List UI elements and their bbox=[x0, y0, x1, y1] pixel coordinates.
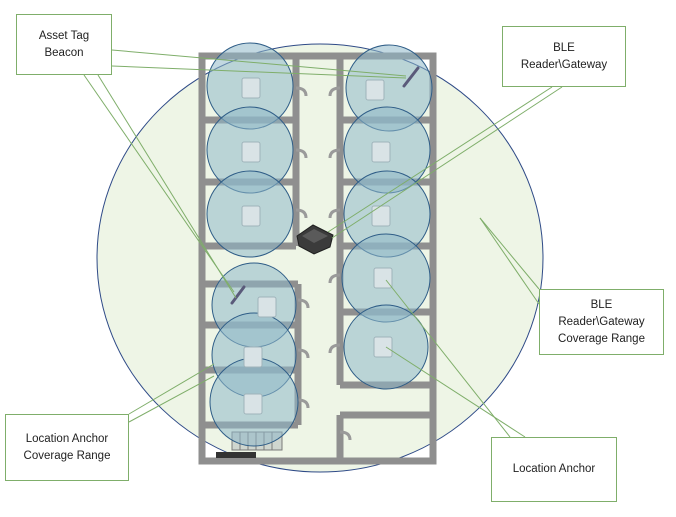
door-marks bbox=[295, 86, 352, 441]
asset-tag-beacon-icon bbox=[230, 285, 246, 305]
location-anchor-icon bbox=[257, 296, 277, 318]
ble-reader-gateway-label: BLE Reader\Gateway bbox=[502, 26, 626, 87]
location-anchor-icon bbox=[365, 79, 385, 101]
location-anchor-icon bbox=[243, 393, 263, 415]
ble-gateway-coverage-range bbox=[96, 43, 544, 473]
ble-coverage-range-label: BLE Reader\Gateway Coverage Range bbox=[539, 289, 664, 355]
location-anchor-icon bbox=[241, 205, 261, 227]
asset-tag-beacon-icon bbox=[402, 66, 420, 88]
location-anchor-icon bbox=[371, 205, 391, 227]
location-anchor-icon bbox=[373, 336, 393, 358]
asset-tag-beacon-label: Asset Tag Beacon bbox=[16, 14, 112, 75]
location-anchor-icon bbox=[373, 267, 393, 289]
location-anchor-label: Location Anchor bbox=[491, 437, 617, 502]
location-anchor-icon bbox=[241, 141, 261, 163]
leader-lines bbox=[83, 49, 563, 438]
ble-gateway-icon bbox=[296, 224, 334, 255]
location-anchor-icon bbox=[241, 77, 261, 99]
location-anchor-icon bbox=[371, 141, 391, 163]
location-anchor-icon bbox=[243, 346, 263, 368]
location-anchor-coverage-range-label: Location Anchor Coverage Range bbox=[5, 414, 129, 481]
location-anchor-icons bbox=[241, 77, 393, 415]
